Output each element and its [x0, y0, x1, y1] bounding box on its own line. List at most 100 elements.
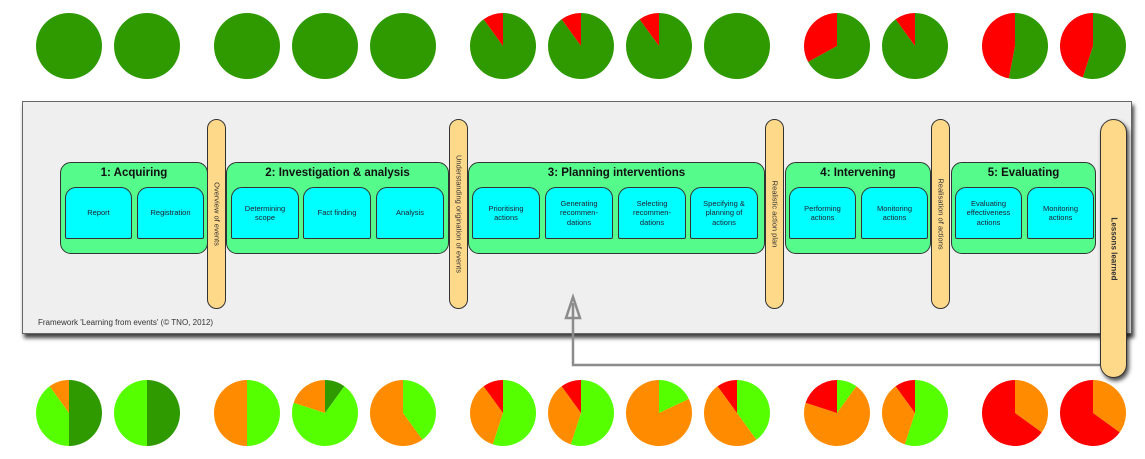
- pie-slice-dark_green: [325, 380, 345, 413]
- phase-intervening: 4: Intervening Performing actions Monito…: [785, 162, 931, 254]
- pie-slice-red: [805, 380, 837, 413]
- pie-slice-green: [370, 13, 436, 79]
- step-generating-recommendations: Generating recommen- dations: [545, 187, 613, 239]
- step-selecting-recommendations: Selecting recommen- dations: [618, 187, 686, 239]
- top-pie-4: [292, 13, 358, 79]
- pie-slice-lime: [36, 386, 69, 446]
- bottom-pie-2: [114, 380, 180, 446]
- transition-label: Understanding origination of events: [454, 155, 463, 273]
- bottom-pie-6: [470, 380, 537, 447]
- phase-planning-interventions: 3: Planning interventions Prioritising a…: [468, 162, 765, 254]
- pie-slice-red: [981, 380, 1042, 447]
- pie-slice-green: [214, 13, 280, 79]
- transition-label: Realisation of actions: [936, 178, 945, 250]
- top-pie-10: [804, 13, 870, 79]
- phase-title: 5: Evaluating: [987, 167, 1060, 179]
- pie-slice-red: [561, 380, 581, 413]
- bottom-pie-10: [804, 380, 871, 447]
- step-report: Report: [65, 187, 132, 239]
- pie-slice-red: [1060, 13, 1093, 78]
- pie-slice-orange: [370, 380, 423, 447]
- transition-overview-of-events: Overview of events: [207, 119, 226, 309]
- bottom-pie-7: [548, 380, 614, 447]
- phase-title: 2: Investigation & analysis: [265, 167, 410, 179]
- pie-slice-green: [114, 13, 180, 79]
- pie-slice-red: [982, 13, 1015, 79]
- phase-title: 3: Planning interventions: [547, 167, 686, 179]
- bottom-pie-1: [36, 380, 102, 446]
- transition-label: Overview of events: [212, 182, 221, 246]
- pie-slice-green: [36, 13, 102, 79]
- pie-slice-orange: [703, 386, 757, 447]
- transition-label: Realistic action plan: [770, 180, 779, 248]
- bottom-pie-4: [292, 380, 358, 446]
- top-pie-6: [470, 13, 537, 80]
- pie-slice-lime: [837, 380, 857, 413]
- top-pie-7: [548, 13, 614, 79]
- pie-slice-orange: [882, 386, 915, 445]
- bottom-pie-3: [214, 380, 280, 446]
- transition-realisation-of-actions: Realisation of actions: [931, 119, 950, 309]
- pie-slice-orange: [293, 380, 325, 413]
- pie-slice-lime: [570, 380, 614, 447]
- pie-slice-lime: [403, 380, 436, 440]
- pie-slice-orange: [214, 380, 247, 446]
- transition-realistic-action-plan: Realistic action plan: [765, 119, 784, 309]
- transition-understanding-origination: Understanding origination of events: [449, 119, 468, 309]
- pie-slice-orange: [470, 386, 503, 445]
- step-specifying-planning: Specifying & planning of actions: [690, 187, 758, 239]
- pie-slice-red: [483, 380, 503, 413]
- bottom-pie-9: [703, 380, 771, 447]
- top-pie-2: [114, 13, 180, 79]
- phase-investigation-analysis: 2: Investigation & analysis Determining …: [226, 162, 449, 254]
- transition-lessons-learned: Lessons learned: [1100, 119, 1127, 378]
- phase-evaluating: 5: Evaluating Evaluating effectiveness a…: [951, 162, 1096, 254]
- framework-footnote: Framework 'Learning from events' (© TNO,…: [38, 318, 214, 327]
- step-evaluating-effectiveness: Evaluating effectiveness actions: [955, 187, 1022, 239]
- top-pie-11: [882, 13, 948, 79]
- phase-title: 4: Intervening: [820, 167, 896, 179]
- pie-slice-green: [808, 13, 870, 79]
- step-registration: Registration: [137, 187, 204, 239]
- bottom-pie-11: [882, 380, 949, 447]
- top-pie-1: [36, 13, 102, 79]
- step-determining-scope: Determining scope: [231, 187, 299, 239]
- pie-slice-green: [704, 13, 770, 79]
- pie-slice-green: [1008, 13, 1048, 79]
- pie-slice-orange: [804, 386, 871, 447]
- bottom-pie-13: [1059, 380, 1126, 446]
- pie-slice-red: [895, 13, 915, 46]
- pie-slice-red: [717, 380, 737, 413]
- pie-slice-green: [470, 13, 537, 80]
- pie-slice-red: [1059, 380, 1120, 446]
- top-pie-3: [214, 13, 280, 79]
- pie-slice-red: [561, 13, 581, 46]
- pie-slice-green: [1082, 13, 1127, 79]
- phase-title: 1: Acquiring: [100, 167, 168, 179]
- pie-slice-lime: [904, 380, 949, 447]
- step-monitoring-actions: Monitoring actions: [861, 187, 928, 239]
- bottom-pie-8: [626, 380, 693, 446]
- pie-slice-orange: [49, 380, 69, 413]
- top-pie-5: [370, 13, 436, 79]
- step-prioritising-actions: Prioritising actions: [472, 187, 540, 239]
- pie-slice-orange: [626, 380, 693, 446]
- pie-slice-lime: [292, 386, 358, 446]
- pie-slice-red: [639, 13, 659, 46]
- pie-slice-red: [483, 13, 503, 46]
- bottom-pie-12: [981, 380, 1048, 447]
- step-fact-finding: Fact finding: [303, 187, 371, 239]
- pie-slice-orange: [1015, 380, 1048, 433]
- top-pie-12: [982, 13, 1048, 79]
- pie-slice-lime: [492, 380, 537, 447]
- pie-slice-orange: [548, 386, 581, 445]
- top-pie-8: [626, 13, 692, 79]
- pie-slice-lime: [114, 380, 147, 446]
- pie-slice-lime: [659, 380, 689, 413]
- phase-acquiring: 1: Acquiring Report Registration: [60, 162, 208, 254]
- pie-slice-red: [804, 13, 837, 62]
- top-pie-13: [1060, 13, 1127, 79]
- top-pie-9: [704, 13, 770, 79]
- pie-slice-dark_green: [69, 380, 102, 446]
